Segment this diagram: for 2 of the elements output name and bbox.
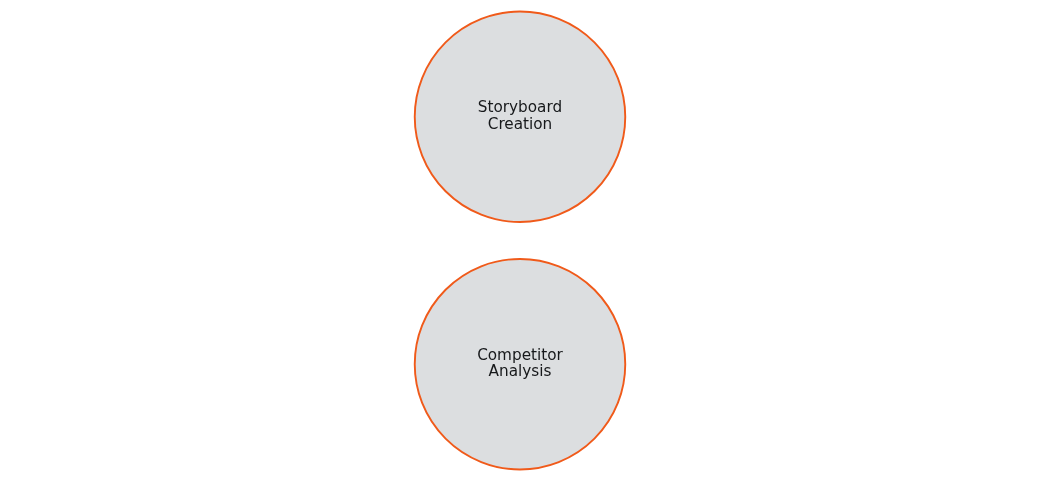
node-circle: Storyboard Creation [413, 10, 627, 223]
node-circle: Competitor Analysis [413, 257, 627, 470]
